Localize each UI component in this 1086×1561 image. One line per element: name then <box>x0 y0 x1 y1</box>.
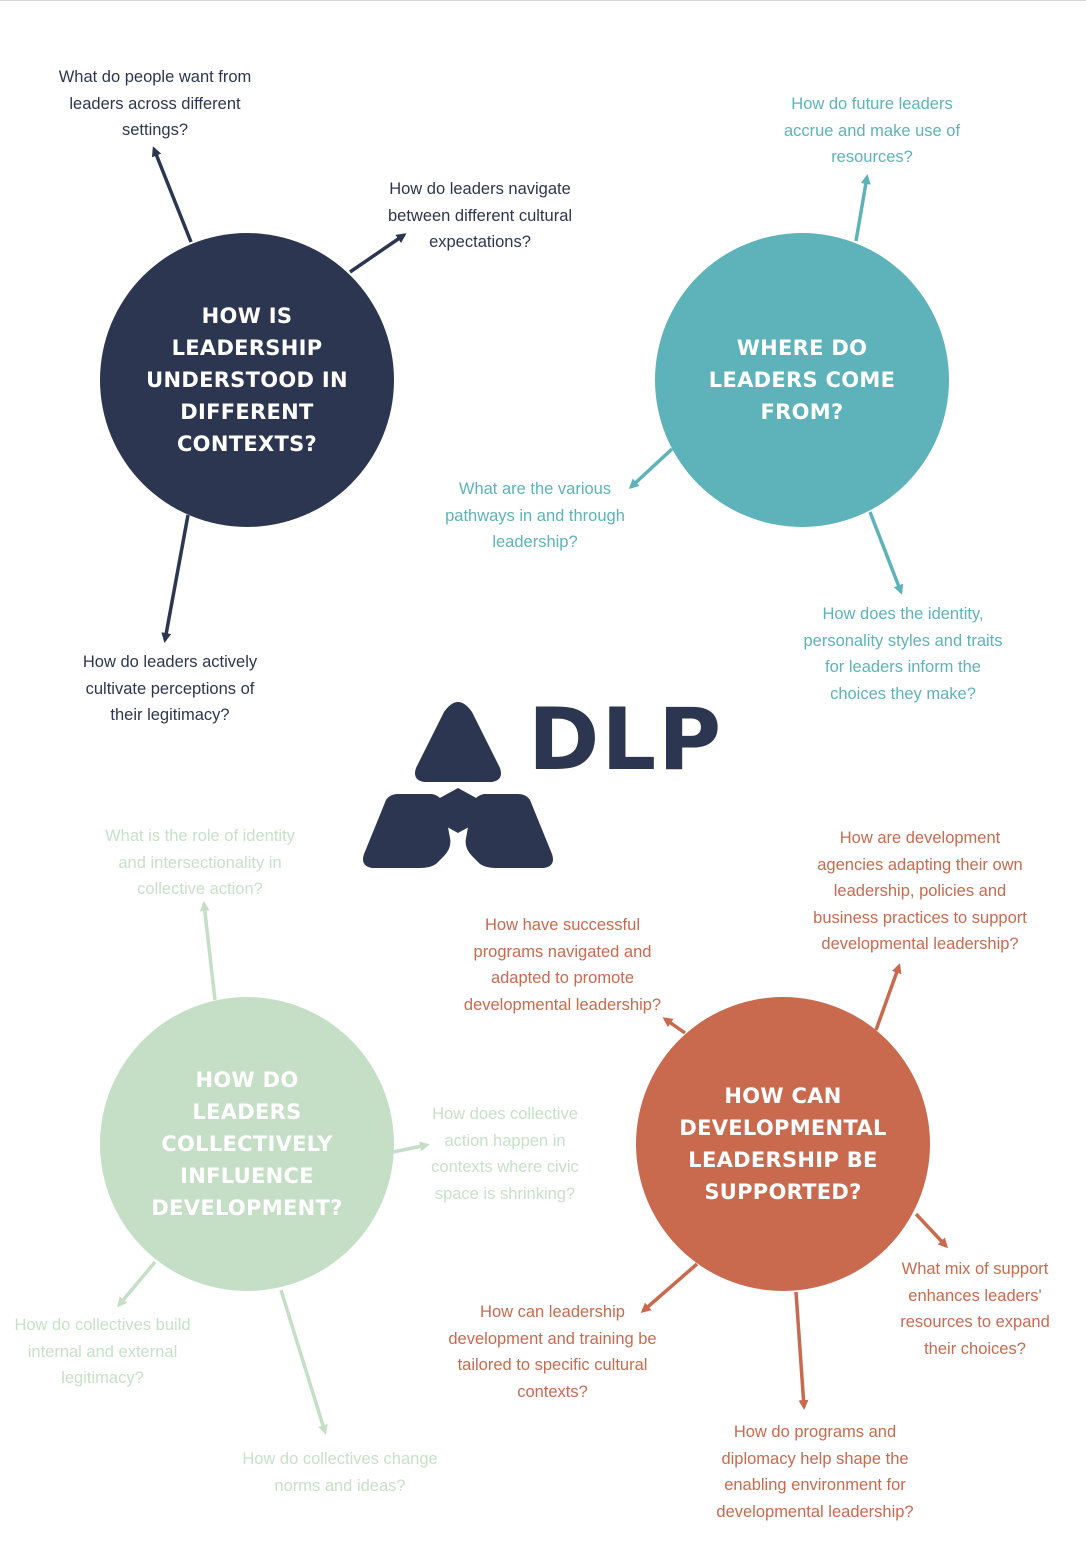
question-collective-4: How do collectives change norms and idea… <box>242 1450 438 1495</box>
question-support-1: How are development agencies adapting th… <box>813 829 1027 953</box>
arrow-context-q1 <box>151 146 193 243</box>
question-origin-3: How does the identity, personality style… <box>803 605 1003 703</box>
question-context-3: How do leaders actively cultivate percep… <box>82 653 258 724</box>
arrow-support-q1 <box>874 963 902 1031</box>
circle-collective-influence: HOW DO LEADERS COLLECTIVELY INFLUENCE DE… <box>100 997 394 1291</box>
circle-title: HOW DO LEADERS COLLECTIVELY INFLUENCE DE… <box>151 1068 343 1220</box>
question-origin-1: How do future leaders accrue and make us… <box>783 95 961 166</box>
top-divider <box>0 0 1086 1</box>
question-collective-3: How do collectives build internal and ex… <box>14 1316 191 1387</box>
brand-logo-text: DLP <box>528 690 724 790</box>
arrow-context-q3 <box>161 514 190 643</box>
circle-title: HOW CAN DEVELOPMENTAL LEADERSHIP BE SUPP… <box>679 1084 887 1204</box>
circle-leaders-origin: WHERE DO LEADERS COME FROM? <box>655 233 949 527</box>
circle-support-leadership: HOW CAN DEVELOPMENTAL LEADERSHIP BE SUPP… <box>636 997 930 1291</box>
arrow-support-q3 <box>914 1212 949 1249</box>
question-support-5: How do programs and diplomacy help shape… <box>716 1423 914 1521</box>
arrow-collective-q1 <box>199 901 217 1001</box>
question-context-2: How do leaders navigate between differen… <box>387 180 573 251</box>
circle-title: HOW IS LEADERSHIP UNDERSTOOD IN DIFFEREN… <box>146 304 348 456</box>
question-support-3: What mix of support enhances leaders' re… <box>900 1260 1050 1358</box>
dlp-triangle-logo-icon <box>363 702 553 868</box>
question-context-1: What do people want from leaders across … <box>58 68 252 139</box>
circle-title: WHERE DO LEADERS COME FROM? <box>708 336 896 424</box>
question-support-4: How can leadership development and train… <box>448 1303 657 1401</box>
arrow-origin-q2 <box>628 447 674 490</box>
question-origin-2: What are the various pathways in and thr… <box>445 480 625 551</box>
arrow-origin-q3 <box>868 511 904 595</box>
arrow-support-q2 <box>662 1017 687 1035</box>
question-support-2: How have successful programs navigated a… <box>463 916 662 1014</box>
circle-leadership-contexts: HOW IS LEADERSHIP UNDERSTOOD IN DIFFEREN… <box>100 233 394 527</box>
question-collective-2: How does collective action happen in con… <box>431 1105 579 1203</box>
arrow-support-q5 <box>794 1291 809 1410</box>
arrow-collective-q4 <box>279 1289 328 1435</box>
question-collective-1: What is the role of identity and interse… <box>105 827 295 898</box>
arrow-collective-q2 <box>392 1141 430 1154</box>
arrow-context-q2 <box>349 233 407 274</box>
arrow-collective-q3 <box>117 1260 157 1308</box>
arrow-origin-q1 <box>854 174 871 242</box>
arrow-support-q4 <box>640 1262 699 1313</box>
